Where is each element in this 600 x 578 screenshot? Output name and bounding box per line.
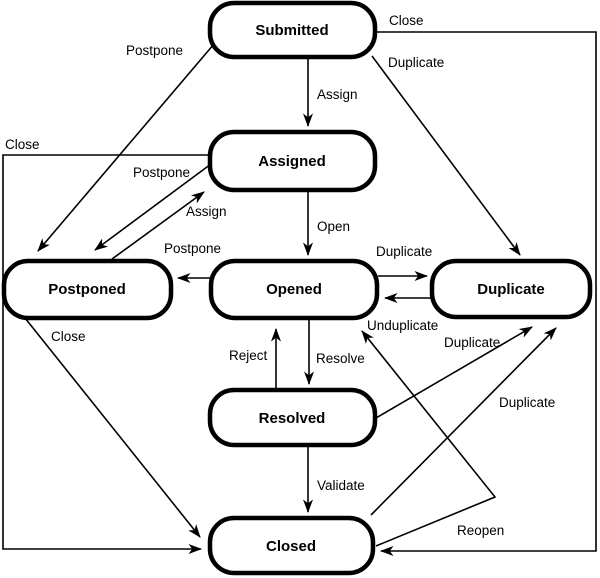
transition-line-postponed-closed (24, 317, 201, 538)
transition-submitted-postponed: Postpone (37, 43, 215, 252)
state-label-closed: Closed (266, 538, 316, 555)
transition-label-duplicate-1: Duplicate (388, 55, 444, 70)
transition-label-reopen: Reopen (457, 523, 504, 538)
state-node-postponed: Postponed (1, 258, 174, 321)
state-shape-closed (207, 515, 376, 576)
transition-label-duplicate-2: Duplicate (376, 244, 432, 259)
state-label-assigned: Assigned (258, 153, 326, 170)
transition-label-assign-top: Assign (317, 87, 358, 102)
transition-label-close-right: Close (389, 13, 424, 28)
transition-line-closed-duplicate (370, 327, 557, 516)
transition-label-close-2: Close (51, 329, 86, 344)
transition-label-assign-2: Assign (186, 204, 227, 219)
transition-label-close-left: Close (5, 137, 40, 152)
state-label-submitted: Submitted (255, 22, 328, 39)
transition-closed-duplicate: Duplicate (370, 327, 557, 516)
state-node-closed: Closed (207, 515, 376, 576)
state-shape-assigned (207, 129, 378, 193)
transition-label-resolve: Resolve (316, 351, 365, 366)
transition-postponed-closed: Close (24, 317, 201, 538)
state-label-postponed: Postponed (48, 281, 126, 298)
state-shape-duplicate (429, 258, 593, 320)
transition-opened-postponed: Postpone (164, 241, 221, 283)
state-shape-resolved (207, 387, 378, 448)
transition-assigned-closed: Close (2, 137, 210, 554)
transition-line-resolved-duplicate (375, 326, 533, 419)
transition-label-postpone-2: Postpone (133, 165, 190, 180)
transition-submitted-assigned: Assign (303, 57, 358, 127)
transition-label-unduplicate: Unduplicate (367, 318, 438, 333)
state-shape-submitted (207, 0, 378, 60)
transition-opened-resolved: Resolve (304, 317, 365, 385)
transition-label-postpone-3: Postpone (164, 241, 221, 256)
transition-label-validate: Validate (317, 478, 365, 493)
transition-line-submitted-postponed (37, 43, 215, 252)
state-node-duplicate: Duplicate (429, 258, 593, 320)
transition-assigned-opened: Open (303, 190, 350, 256)
transition-label-reject: Reject (229, 348, 268, 363)
transition-duplicate-opened: Unduplicate (367, 293, 438, 333)
transition-submitted-duplicate: Duplicate (371, 55, 521, 256)
transition-line-assigned-closed (2, 154, 210, 554)
transition-label-open: Open (317, 219, 350, 234)
transition-line-submitted-duplicate (371, 55, 521, 256)
state-shape-opened (208, 258, 380, 321)
state-node-resolved: Resolved (207, 387, 378, 448)
transition-postponed-assigned: Assign (111, 191, 227, 260)
state-shape-postponed (1, 258, 174, 321)
transition-opened-duplicate: Duplicate (376, 244, 432, 281)
state-node-opened: Opened (208, 258, 380, 321)
transition-line-submitted-closed (376, 31, 597, 556)
state-label-duplicate: Duplicate (477, 281, 545, 298)
transition-resolved-duplicate: Duplicate (375, 326, 533, 419)
transition-label-duplicate-3: Duplicate (444, 335, 500, 350)
state-label-opened: Opened (266, 281, 322, 298)
transition-resolved-closed: Validate (303, 445, 365, 513)
transition-line-assigned-postponed (94, 163, 212, 251)
transition-resolved-opened: Reject (229, 328, 281, 390)
transition-line-closed-opened (361, 330, 497, 547)
state-label-resolved: Resolved (259, 410, 326, 427)
transition-label-duplicate-4: Duplicate (499, 395, 555, 410)
transition-submitted-closed: Close (376, 13, 597, 556)
state-node-submitted: Submitted (207, 0, 378, 60)
transition-closed-opened: Reopen (361, 330, 504, 547)
transition-line-postponed-assigned (111, 191, 205, 260)
state-node-assigned: Assigned (207, 129, 378, 193)
transition-assigned-postponed: Postpone (94, 163, 212, 251)
transition-label-postpone-1: Postpone (126, 43, 183, 58)
